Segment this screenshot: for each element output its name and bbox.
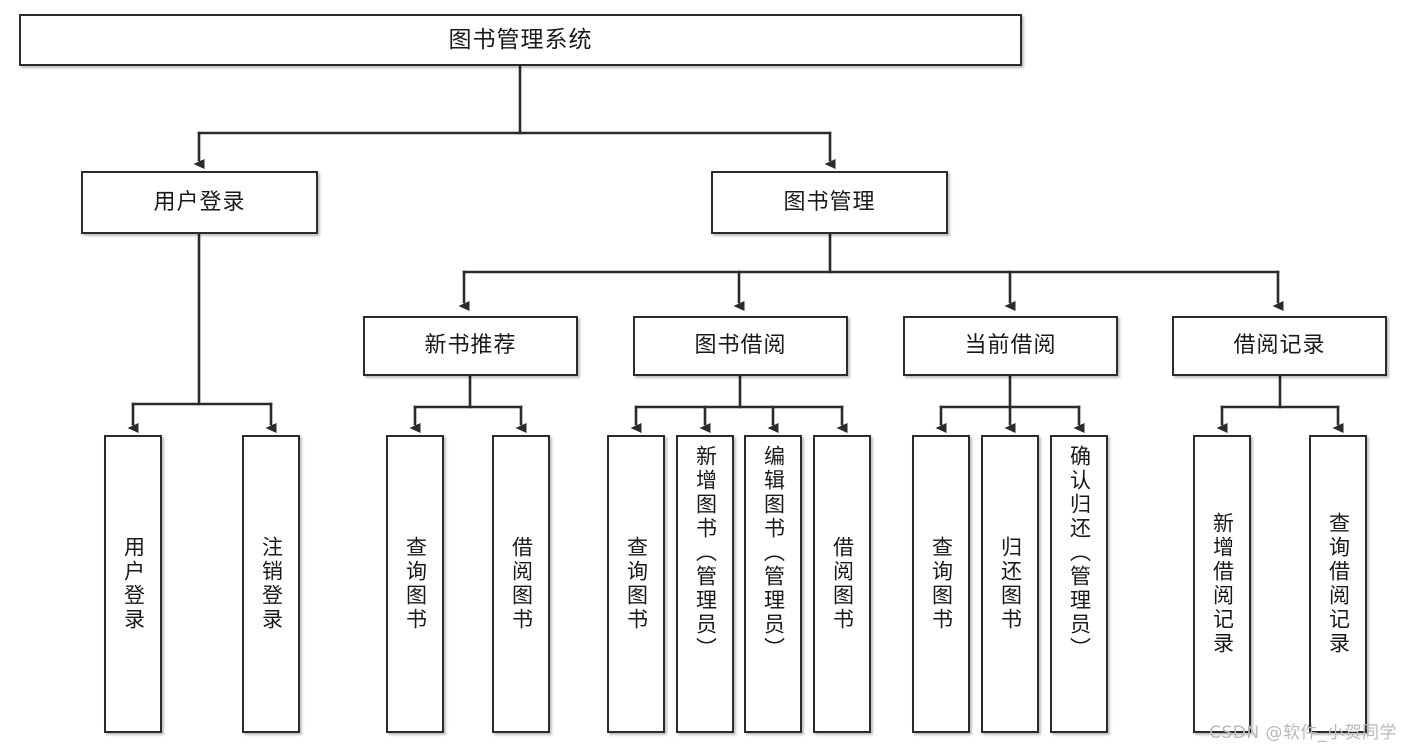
leaf-borrow-borrow-book-label: 借阅图书 — [830, 536, 855, 632]
leaf-new-book-borrow[interactable]: 借阅图书 — [492, 435, 550, 733]
leaf-current-query-book-label: 查询图书 — [929, 536, 954, 632]
leaf-new-book-query-label: 查询图书 — [403, 536, 428, 632]
leaf-new-book-borrow-label: 借阅图书 — [509, 536, 534, 632]
leaf-borrow-edit-book-admin[interactable]: 编辑图书（管理员） — [744, 435, 802, 733]
leaf-borrow-add-book-admin-label: 新增图书（管理员） — [693, 445, 718, 661]
node-current-borrow[interactable]: 当前借阅 — [903, 316, 1118, 376]
leaf-record-query[interactable]: 查询借阅记录 — [1309, 435, 1367, 733]
leaf-borrow-add-book-admin[interactable]: 新增图书（管理员） — [676, 435, 734, 733]
node-root[interactable]: 图书管理系统 — [19, 14, 1022, 66]
node-borrow-record-label: 借阅记录 — [1233, 333, 1326, 359]
leaf-user-login-login[interactable]: 用户登录 — [104, 435, 162, 733]
leaf-current-return-book[interactable]: 归还图书 — [981, 435, 1039, 733]
leaf-record-add-label: 新增借阅记录 — [1210, 512, 1235, 656]
leaf-record-add[interactable]: 新增借阅记录 — [1193, 435, 1251, 733]
node-root-label: 图书管理系统 — [448, 26, 593, 53]
node-borrow-record[interactable]: 借阅记录 — [1172, 316, 1387, 376]
leaf-current-confirm-return-admin[interactable]: 确认归还（管理员） — [1050, 435, 1108, 733]
leaf-record-query-label: 查询借阅记录 — [1326, 512, 1351, 656]
leaf-new-book-query[interactable]: 查询图书 — [386, 435, 444, 733]
leaf-borrow-query-book[interactable]: 查询图书 — [607, 435, 665, 733]
node-user-login-label: 用户登录 — [153, 189, 246, 215]
leaf-current-query-book[interactable]: 查询图书 — [912, 435, 970, 733]
node-book-borrow[interactable]: 图书借阅 — [633, 316, 848, 376]
leaf-user-login-login-label: 用户登录 — [121, 536, 146, 632]
node-new-book-recommend[interactable]: 新书推荐 — [363, 316, 578, 376]
node-current-borrow-label: 当前借阅 — [964, 333, 1057, 359]
leaf-current-return-book-label: 归还图书 — [998, 536, 1023, 632]
leaf-user-login-logout[interactable]: 注销登录 — [242, 435, 300, 733]
node-book-management[interactable]: 图书管理 — [711, 171, 948, 234]
leaf-user-login-logout-label: 注销登录 — [259, 536, 284, 632]
leaf-borrow-edit-book-admin-label: 编辑图书（管理员） — [761, 445, 786, 661]
watermark-text: CSDN @软件_小贺同学 — [1209, 723, 1397, 743]
leaf-borrow-query-book-label: 查询图书 — [624, 536, 649, 632]
node-book-management-label: 图书管理 — [783, 189, 876, 215]
node-user-login[interactable]: 用户登录 — [81, 171, 318, 234]
leaf-current-confirm-return-admin-label: 确认归还（管理员） — [1067, 445, 1092, 661]
node-book-borrow-label: 图书借阅 — [694, 333, 787, 359]
node-new-book-recommend-label: 新书推荐 — [424, 333, 517, 359]
leaf-borrow-borrow-book[interactable]: 借阅图书 — [813, 435, 871, 733]
